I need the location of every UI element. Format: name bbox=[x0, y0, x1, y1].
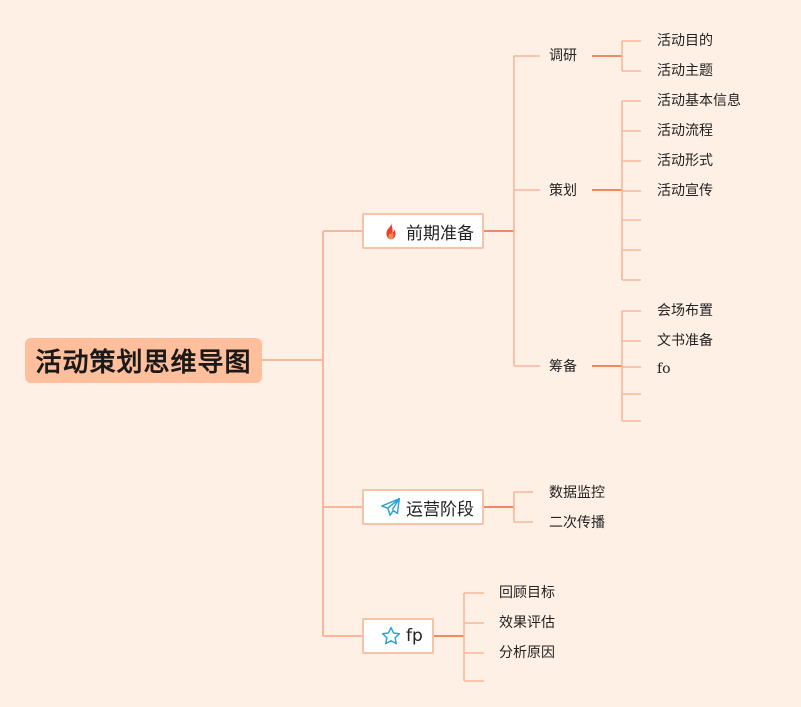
leaf-node[interactable]: 活动目的 bbox=[657, 33, 713, 49]
leaf-node[interactable]: 二次传播 bbox=[549, 515, 605, 531]
root-label: 活动策划思维导图 bbox=[35, 348, 252, 378]
leaf-node[interactable]: 活动基本信息 bbox=[657, 93, 741, 109]
node-preparation[interactable]: 筹备 bbox=[549, 359, 577, 375]
branch-label: 运营阶段 bbox=[406, 499, 474, 520]
branch-node-operation[interactable]: 运营阶段 bbox=[362, 489, 484, 525]
node-research[interactable]: 调研 bbox=[549, 48, 577, 64]
leaf-node[interactable]: 活动宣传 bbox=[657, 183, 713, 199]
leaf-node[interactable]: fo bbox=[657, 361, 671, 377]
leaf-node[interactable]: 文书准备 bbox=[657, 333, 713, 349]
branch-label: 前期准备 bbox=[406, 223, 474, 244]
star-icon bbox=[380, 625, 402, 647]
leaf-node[interactable]: 活动流程 bbox=[657, 123, 713, 139]
node-planning[interactable]: 策划 bbox=[549, 183, 577, 199]
branch-node-fp[interactable]: fp bbox=[362, 618, 434, 654]
leaf-node[interactable]: 数据监控 bbox=[549, 485, 605, 501]
leaf-node[interactable]: 回顾目标 bbox=[499, 585, 555, 601]
branch-node-preparation[interactable]: 前期准备 bbox=[362, 213, 484, 249]
fire-icon bbox=[380, 220, 402, 242]
leaf-node[interactable]: 活动主题 bbox=[657, 63, 713, 79]
leaf-node[interactable]: 分析原因 bbox=[499, 645, 555, 661]
leaf-node[interactable]: 效果评估 bbox=[499, 615, 555, 631]
root-node[interactable]: 活动策划思维导图 bbox=[25, 338, 262, 383]
paper-plane-icon bbox=[380, 496, 402, 518]
leaf-node[interactable]: 会场布置 bbox=[657, 303, 713, 319]
leaf-node[interactable]: 活动形式 bbox=[657, 153, 713, 169]
branch-label: fp bbox=[406, 626, 423, 646]
